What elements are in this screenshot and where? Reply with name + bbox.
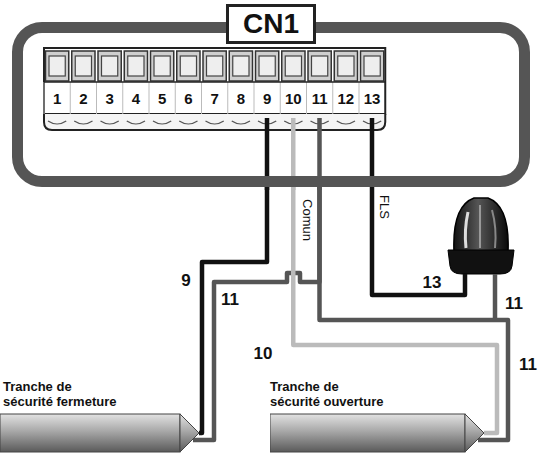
pin-number: 7: [210, 91, 218, 106]
screw-head: [285, 56, 301, 76]
screw-head: [180, 56, 196, 76]
screw-cell: [256, 51, 279, 81]
edge-tip: [465, 414, 484, 452]
cell-divider: [201, 82, 202, 114]
flashing-lamp: [448, 198, 514, 274]
cell-divider: [359, 82, 360, 114]
wire-entry: [206, 121, 224, 124]
screw-head: [128, 56, 144, 76]
lamp-base: [448, 250, 514, 274]
cell-divider: [149, 82, 150, 114]
lamp-dome: [454, 198, 508, 252]
pin-number: 5: [158, 91, 166, 106]
wire-number: 10: [253, 345, 274, 362]
edge-title: Tranche de sécurité fermeture: [3, 379, 121, 409]
wire-number: 11: [518, 356, 538, 373]
lamp-wires: [372, 118, 495, 320]
wire-entry: [74, 121, 92, 124]
lamp-highlight: [492, 210, 496, 248]
safety-edge: Tranche de sécurité ouverture: [270, 413, 485, 453]
pin-number: 4: [132, 91, 140, 106]
screw-head: [75, 56, 91, 76]
wire-entry: [153, 121, 171, 124]
terminal-block: [44, 48, 385, 114]
screw-head: [207, 56, 223, 76]
wire-entry: [48, 121, 66, 124]
edge-body: [270, 414, 465, 452]
screw-cell: [282, 51, 305, 81]
pin-number: 12: [338, 91, 355, 106]
screw-cell: [177, 51, 200, 81]
cell-divider: [96, 82, 97, 114]
wire-entry: [127, 121, 145, 124]
screw-cell: [361, 51, 384, 81]
signal-name: Comun: [301, 198, 314, 242]
wire-number: 9: [180, 272, 191, 289]
wire-number: 11: [220, 291, 240, 308]
screw-head: [312, 56, 328, 76]
screw-head: [233, 56, 249, 76]
pin-number: 10: [285, 91, 302, 106]
pin-number: 9: [263, 91, 271, 106]
cell-divider: [70, 82, 71, 114]
screw-head: [364, 56, 380, 76]
wire-11: [493, 274, 498, 320]
pin-number: 8: [237, 91, 245, 106]
screw-cell: [46, 51, 69, 81]
safety-edge: Tranche de sécurité fermeture: [0, 413, 200, 453]
cell-divider: [254, 82, 255, 114]
wire-entry: [179, 121, 197, 124]
wire-entry: [101, 121, 119, 124]
cell-divider: [175, 82, 176, 114]
cell-divider: [306, 82, 307, 114]
screw-head: [49, 56, 65, 76]
wire-number: 13: [422, 274, 443, 291]
screw-cell: [334, 51, 357, 81]
signal-name: FLS: [378, 194, 391, 220]
cell-divider: [227, 82, 228, 114]
wire-entry: [232, 121, 250, 124]
wire: [199, 187, 267, 433]
pin-number: 3: [105, 91, 113, 106]
pin-number: 13: [364, 91, 381, 106]
screw-head: [102, 56, 118, 76]
wire-entry: [337, 121, 355, 124]
cell-divider: [44, 82, 45, 114]
edge-body: [0, 414, 180, 452]
pin-number: 1: [53, 91, 61, 106]
screw-cell: [124, 51, 147, 81]
screw-cell: [308, 51, 331, 81]
connector-name: CN1: [226, 4, 316, 44]
screw-head: [338, 56, 354, 76]
terminal-lip: [44, 114, 385, 130]
safety-edge-shape: [0, 413, 200, 453]
screw-cell: [151, 51, 174, 81]
screw-head: [259, 56, 275, 76]
pin-number: 2: [79, 91, 87, 106]
screw-cell: [72, 51, 95, 81]
strip-rule: [44, 81, 385, 83]
screw-cell: [229, 51, 252, 81]
screw-head: [154, 56, 170, 76]
cell-divider: [280, 82, 281, 114]
lamp-highlight: [479, 205, 481, 248]
wire-number: 11: [504, 295, 524, 312]
edge-title: Tranche de sécurité ouverture: [270, 379, 388, 409]
lamp-highlight: [465, 212, 468, 248]
terminal-strip: [44, 48, 385, 130]
wire-13: [372, 118, 465, 295]
edge-tip: [180, 414, 199, 452]
screw-cell: [203, 51, 226, 81]
pin-number: 11: [312, 91, 328, 106]
cell-divider: [332, 82, 333, 114]
safety-edge-shape: [270, 413, 485, 453]
pin-number: 6: [184, 91, 192, 106]
cell-divider: [122, 82, 123, 114]
screw-cell: [98, 51, 121, 81]
